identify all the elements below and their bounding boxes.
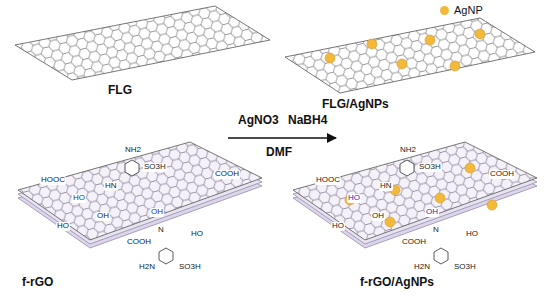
functional-group: SO3H <box>143 163 167 172</box>
functional-group: OH <box>150 208 164 217</box>
functional-group: HO <box>56 222 70 231</box>
functional-group: HO <box>72 194 86 203</box>
functional-group: HOOC <box>315 176 341 185</box>
flg-sheet <box>15 6 270 80</box>
legend-text: AgNP <box>454 4 483 16</box>
functional-group: HO <box>331 222 345 231</box>
legend-swatch <box>440 6 449 15</box>
functional-group: HN <box>379 182 393 191</box>
functional-group: COOH <box>401 238 427 247</box>
functional-group: SO3H <box>178 263 202 272</box>
solvent-label: DMF <box>266 146 292 159</box>
functional-group: N <box>432 226 440 235</box>
functional-group: HO <box>347 194 361 203</box>
functional-group: H2N <box>413 263 431 272</box>
sheet-label: FLG/AgNPs <box>322 98 389 111</box>
sheet-label: FLG <box>108 84 132 97</box>
functional-group: SO3H <box>453 263 477 272</box>
functional-group: HOOC <box>40 176 66 185</box>
functional-group: SO3H <box>418 163 442 172</box>
reaction-arrow <box>228 137 336 139</box>
functional-group: HO <box>465 230 479 239</box>
functional-group: H2N <box>138 263 156 272</box>
functional-group: OH <box>425 208 439 217</box>
functional-group: NH2 <box>399 146 417 155</box>
functional-group: N <box>157 226 165 235</box>
frgo-sheet <box>18 142 262 264</box>
flg-agnp-sheet <box>285 18 535 93</box>
functional-group: COOH <box>489 170 515 179</box>
functional-group: OH <box>371 212 385 221</box>
functional-group: OH <box>96 212 110 221</box>
functional-group: HO <box>190 230 204 239</box>
reagent-label: NaBH4 <box>288 114 327 127</box>
sheet-label: f-rGO/AgNPs <box>360 276 434 289</box>
sheet-label: f-rGO <box>22 276 53 289</box>
reagent-label: AgNO3 <box>238 114 279 127</box>
functional-group: COOH <box>214 170 240 179</box>
functional-group: COOH <box>126 238 152 247</box>
functional-group: NH2 <box>124 146 142 155</box>
frgo-agnp-sheet <box>293 142 537 264</box>
functional-group: HN <box>104 182 118 191</box>
